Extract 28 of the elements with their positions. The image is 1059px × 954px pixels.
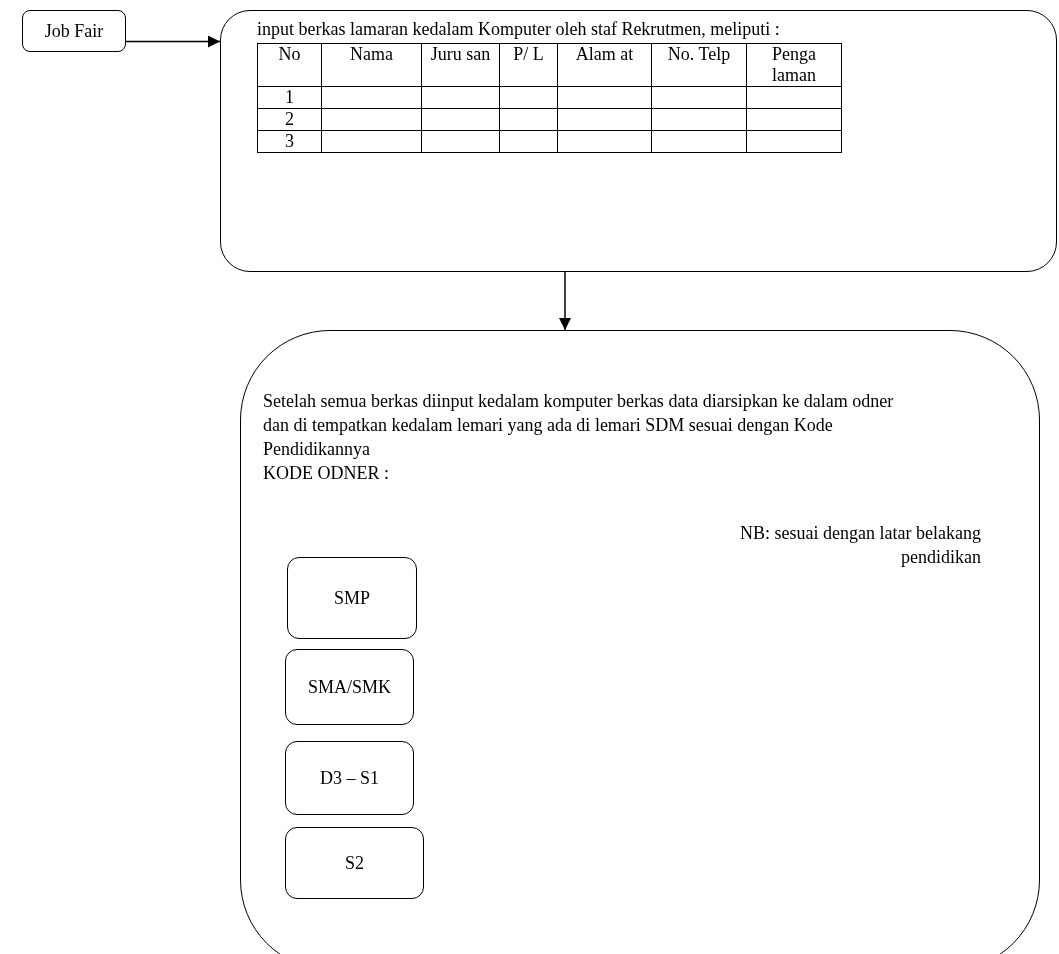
arrow [559,271,571,331]
arrow [125,35,221,48]
table-cell: 2 [257,108,322,131]
rounded-box [285,741,414,815]
rounded-box [285,827,424,899]
table-cell: No [257,43,322,87]
table-cell: Alam at [557,43,652,87]
rounded-box [285,649,414,725]
table-cell: Nama [321,43,422,87]
rounded-box [287,557,417,639]
table-cell: No. Telp [651,43,747,87]
node-text: Job Fair [44,20,104,42]
rounded-box [22,10,126,52]
node-text: D3 – S1 [320,767,379,789]
node-text: input berkas lamaran kedalam Komputer oleh staf Rekrutmen, meliputi : [257,18,781,41]
table-cell: 1 [257,86,322,109]
table-cell: 3 [257,130,322,153]
rounded-box [220,10,1057,272]
node-text: SMA/SMK [308,676,391,698]
node-text: NB: sesuai dengan latar belakang pendidikan [739,522,981,569]
node-text: KODE ODNER : [263,462,390,485]
table-cell: Juru san [421,43,500,87]
node-text: S2 [345,852,364,874]
node-text: Setelah semua berkas diinput kedalam komputer berkas data diarsipkan ke dalam odner dan di tempatkan kedalam lemari yang ada di lemari SDM sesuai dengan Kode Pendidikannya [263,390,895,461]
table-cell: Penga laman [746,43,842,87]
node-text: SMP [334,587,370,609]
rounded-box [240,330,1040,954]
table-cell: P/ L [499,43,558,87]
